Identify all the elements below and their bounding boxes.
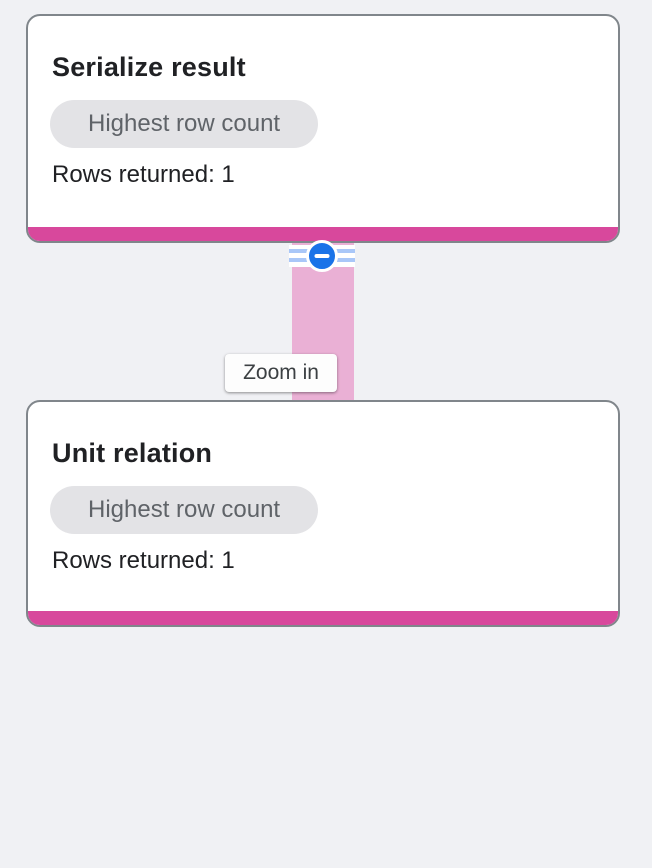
highest-row-count-badge: Highest row count bbox=[50, 100, 319, 148]
highest-row-count-badge: Highest row count bbox=[50, 486, 319, 534]
minus-circle-icon bbox=[306, 240, 338, 272]
stage-title: Unit relation bbox=[52, 438, 213, 468]
edge-collapse-control bbox=[289, 240, 355, 272]
rows-returned-label: Rows returned: 1 bbox=[52, 547, 235, 574]
stage-node-unit-relation[interactable]: Unit relation Highest row count Rows ret… bbox=[26, 400, 620, 627]
zoom-in-tooltip-label: Zoom in bbox=[243, 361, 319, 384]
stage-node-serialize-result[interactable]: Serialize result Highest row count Rows … bbox=[26, 14, 620, 243]
stage-highlight-bar bbox=[28, 611, 618, 625]
zoom-in-tooltip: Zoom in bbox=[225, 354, 337, 392]
stage-highlight-bar bbox=[28, 227, 618, 241]
rows-returned-label: Rows returned: 1 bbox=[52, 161, 235, 188]
stage-title: Serialize result bbox=[52, 52, 246, 82]
collapse-edge-button[interactable] bbox=[306, 240, 338, 272]
